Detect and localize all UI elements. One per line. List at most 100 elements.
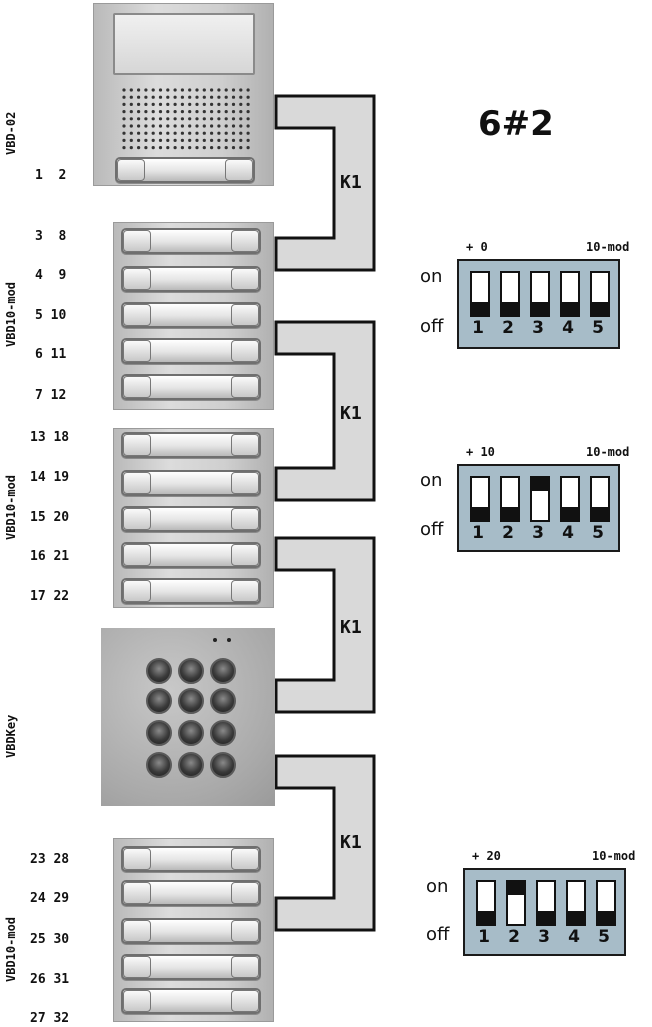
key-enter[interactable] [210, 752, 236, 778]
grille-hole [210, 131, 214, 135]
key-1[interactable] [146, 658, 172, 684]
button-cap-right[interactable] [231, 544, 259, 566]
key-6[interactable] [210, 688, 236, 714]
dip-switch-1[interactable] [470, 271, 490, 317]
button-cap-left[interactable] [123, 544, 151, 566]
grille-hole [166, 102, 170, 106]
grille-hole [217, 117, 221, 121]
button-cap-right[interactable] [231, 882, 259, 904]
button-cap-left[interactable] [123, 990, 151, 1012]
grille-hole [173, 102, 177, 106]
grille-hole [151, 131, 155, 135]
grille-hole [210, 146, 214, 150]
button-cap-right[interactable] [231, 268, 259, 290]
button-cap-right[interactable] [231, 376, 259, 398]
call-button-23-28[interactable] [121, 846, 261, 872]
button-cap-left[interactable] [123, 956, 151, 978]
button-cap-left[interactable] [123, 920, 151, 942]
key-0[interactable] [178, 752, 204, 778]
grille-hole [224, 102, 228, 106]
button-cap-right[interactable] [231, 230, 259, 252]
grille-hole [173, 138, 177, 142]
dip-switch-4[interactable] [560, 271, 580, 317]
button-cap-left[interactable] [123, 340, 151, 362]
call-button-24-29[interactable] [121, 880, 261, 906]
k1-connector-3 [274, 536, 376, 714]
button-cap-right[interactable] [231, 580, 259, 602]
grille-hole [122, 138, 126, 142]
grille-hole [217, 88, 221, 92]
call-button-17-22[interactable] [121, 578, 261, 604]
dip-switch-4[interactable] [560, 476, 580, 522]
dip-on-label: on [420, 470, 443, 491]
dip-switch-5[interactable] [590, 476, 610, 522]
grille-hole [122, 110, 126, 114]
call-button-3-8[interactable] [121, 228, 261, 254]
k1-label: K1 [340, 172, 362, 193]
button-cap-left[interactable] [123, 268, 151, 290]
button-cap-left[interactable] [117, 159, 145, 181]
grille-hole [210, 102, 214, 106]
key-5[interactable] [178, 688, 204, 714]
button-cap-left[interactable] [123, 376, 151, 398]
speaker-grille [122, 88, 250, 150]
button-cap-right[interactable] [231, 472, 259, 494]
key-4[interactable] [146, 688, 172, 714]
grille-hole [210, 95, 214, 99]
key-9[interactable] [210, 720, 236, 746]
dip-switch-1[interactable] [476, 880, 496, 926]
call-button-27-32[interactable] [121, 988, 261, 1014]
call-button-4-9[interactable] [121, 266, 261, 292]
button-cap-right[interactable] [231, 920, 259, 942]
dip-switch-lever [502, 302, 518, 315]
grille-hole [166, 146, 170, 150]
key-7[interactable] [146, 720, 172, 746]
call-button-26-31[interactable] [121, 954, 261, 980]
button-cap-right[interactable] [231, 340, 259, 362]
button-cap-right[interactable] [231, 304, 259, 326]
dip-on-label: on [420, 266, 443, 287]
call-button-6-11[interactable] [121, 338, 261, 364]
button-cap-right[interactable] [231, 956, 259, 978]
dip-switch-2[interactable] [500, 271, 520, 317]
button-cap-left[interactable] [123, 230, 151, 252]
button-cap-right[interactable] [231, 508, 259, 530]
button-cap-left[interactable] [123, 304, 151, 326]
call-button-7-12[interactable] [121, 374, 261, 400]
button-cap-right[interactable] [231, 990, 259, 1012]
dip-switch-1[interactable] [470, 476, 490, 522]
key-3[interactable] [210, 658, 236, 684]
button-cap-right[interactable] [225, 159, 253, 181]
call-button-5-10[interactable] [121, 302, 261, 328]
button-cap-left[interactable] [123, 580, 151, 602]
grille-hole [144, 138, 148, 142]
call-button-25-30[interactable] [121, 918, 261, 944]
call-button-14-19[interactable] [121, 470, 261, 496]
dip-switch-4[interactable] [566, 880, 586, 926]
dip-switch-2[interactable] [506, 880, 526, 926]
grille-hole [180, 88, 184, 92]
grille-hole [231, 110, 236, 114]
key-2[interactable] [178, 658, 204, 684]
call-button-16-21[interactable] [121, 542, 261, 568]
call-button-1-2[interactable] [115, 157, 255, 183]
button-cap-left[interactable] [123, 882, 151, 904]
call-button-15-20[interactable] [121, 506, 261, 532]
dip-switch-2[interactable] [500, 476, 520, 522]
key-8[interactable] [178, 720, 204, 746]
button-cap-left[interactable] [123, 472, 151, 494]
dip-switch-3[interactable] [530, 476, 550, 522]
dip-switch-5[interactable] [590, 271, 610, 317]
dip-switch-3[interactable] [530, 271, 550, 317]
button-cap-left[interactable] [123, 434, 151, 456]
call-button-13-18[interactable] [121, 432, 261, 458]
grille-hole [195, 146, 199, 150]
button-cap-right[interactable] [231, 848, 259, 870]
dip-switch-3[interactable] [536, 880, 556, 926]
button-cap-left[interactable] [123, 848, 151, 870]
button-cap-left[interactable] [123, 508, 151, 530]
grille-hole [122, 146, 126, 150]
dip-switch-5[interactable] [596, 880, 616, 926]
button-cap-right[interactable] [231, 434, 259, 456]
key-cancel[interactable] [146, 752, 172, 778]
